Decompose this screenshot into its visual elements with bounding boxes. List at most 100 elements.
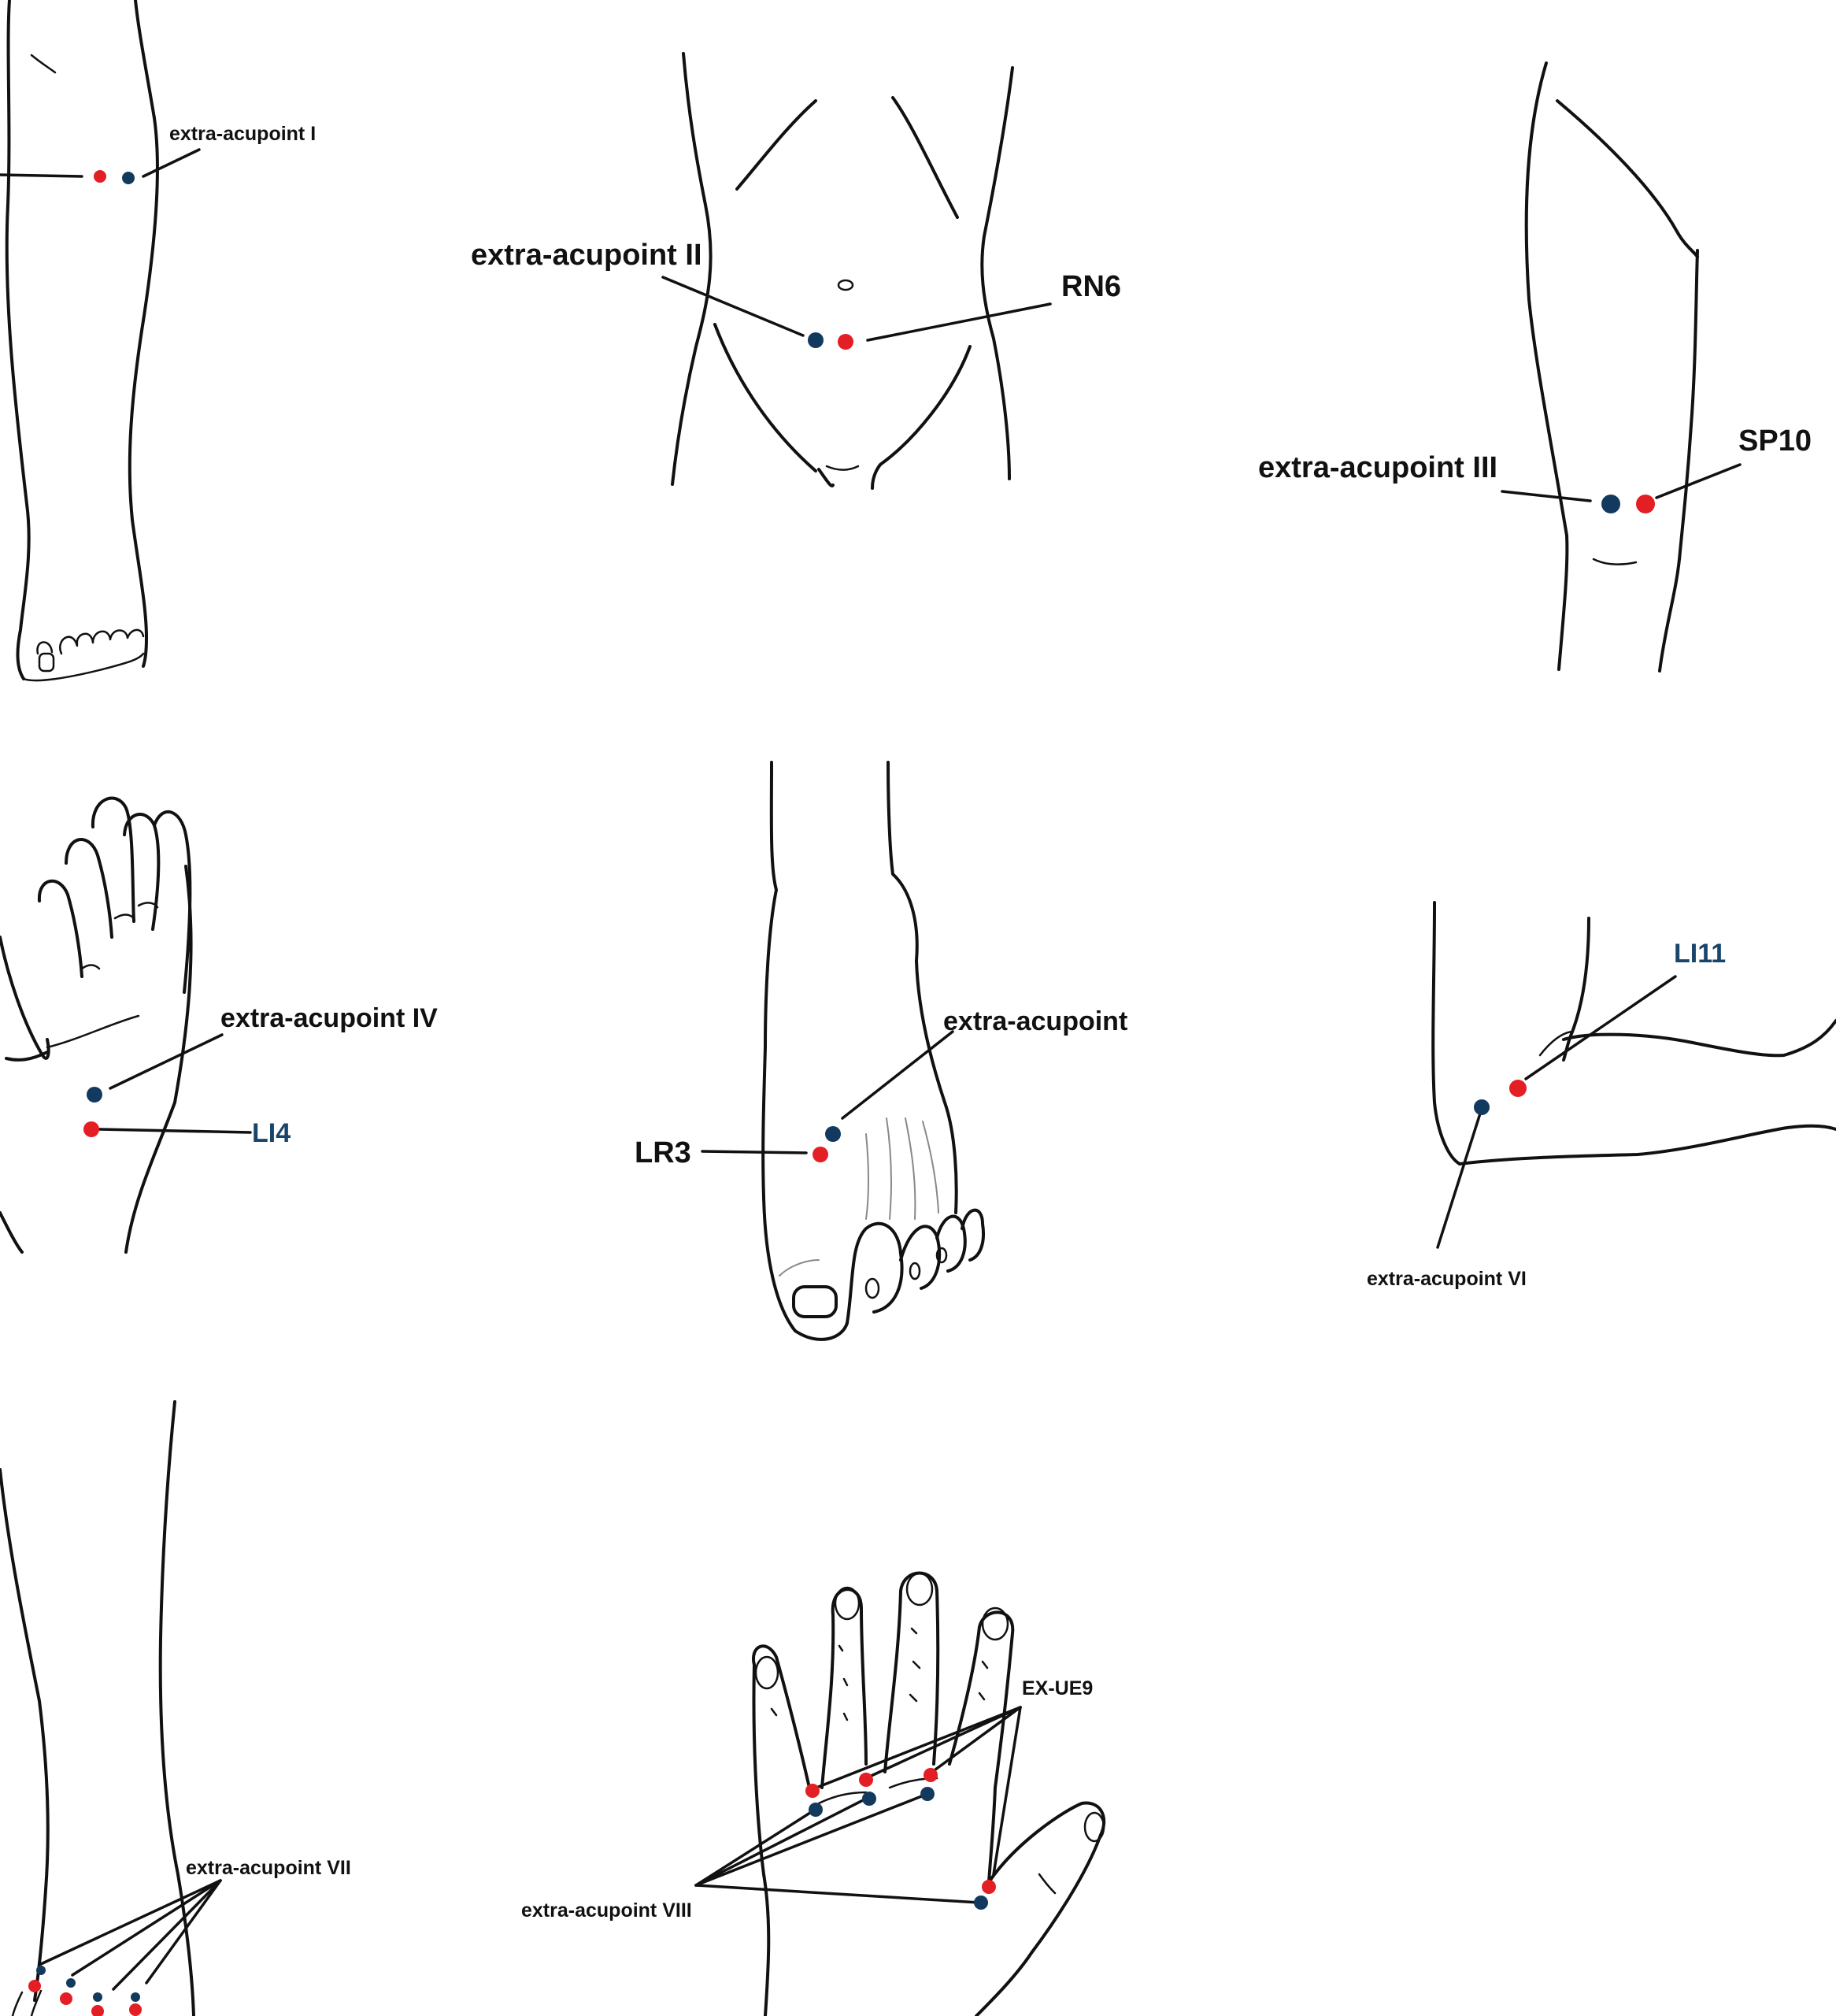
leader-rn6 xyxy=(866,302,1052,342)
label-sp10: SP10 xyxy=(1738,424,1812,458)
toenail-3 xyxy=(909,1262,921,1280)
thumb-base xyxy=(5,1051,49,1062)
leader-ex-ue9-3 xyxy=(931,1706,1022,1773)
tendon-lines xyxy=(779,1117,939,1277)
leader-extra-acupoint-v xyxy=(841,1030,954,1120)
upper-arm-left xyxy=(1431,901,1461,1166)
leader-li4 xyxy=(98,1128,252,1134)
panel-thigh-knee: extra-acupoint III SP10 xyxy=(1258,61,1812,673)
leg-outline-right xyxy=(128,0,159,668)
index-finger xyxy=(751,1644,811,1789)
leader-ex-ue9-2 xyxy=(864,1706,1022,1780)
panel-hand-fingers: EX-UE9 extra-acupoint VIII xyxy=(521,1571,1105,2016)
leader-li11 xyxy=(1524,975,1677,1080)
extra-acupoint-v-dot xyxy=(825,1126,841,1142)
label-lr3: LR3 xyxy=(635,1136,691,1169)
label-extra-acupoint-i: extra-acupoint I xyxy=(169,123,316,145)
traditional-point-dot-1 xyxy=(28,1980,41,1992)
panel-leg-front: extra-acupoint I xyxy=(0,0,316,682)
rib-right xyxy=(891,96,959,219)
sp10-dot xyxy=(1636,495,1655,513)
label-ex-ue9: EX-UE9 xyxy=(1022,1677,1093,1699)
middle-finger xyxy=(820,1588,868,1789)
label-extra-acupoint-iv: extra-acupoint IV xyxy=(220,1003,438,1033)
finger-creases xyxy=(770,1627,989,1721)
ex-ue9-dot-1 xyxy=(805,1784,820,1798)
leader-ex-ue9-1 xyxy=(811,1706,1022,1791)
leg-outline-left xyxy=(5,0,31,680)
ex-ue9-dot-4 xyxy=(982,1880,996,1894)
extra-acupoint-i-dot xyxy=(122,172,135,184)
thigh-right xyxy=(1658,249,1699,673)
leader-lr3 xyxy=(701,1150,808,1154)
thigh-left xyxy=(1524,61,1569,671)
torso-right-side xyxy=(980,66,1014,480)
extra-acupoint-iii-dot xyxy=(1601,495,1620,513)
thumbnail xyxy=(1083,1811,1105,1843)
big-toenail xyxy=(38,652,55,673)
pubic-line xyxy=(825,465,860,471)
ex-ue9-dot-3 xyxy=(924,1768,938,1782)
hand-palm-left xyxy=(0,936,50,1060)
extra-acupoint-viii-dot-1 xyxy=(809,1803,823,1817)
leader-sp10 xyxy=(1655,463,1742,499)
shin-right xyxy=(887,761,958,1214)
thigh-top-curve xyxy=(1556,99,1699,258)
label-extra-acupoint-vi: extra-acupoint VI xyxy=(1367,1268,1527,1290)
label-extra-acupoint-viii: extra-acupoint VIII xyxy=(521,1899,692,1922)
label-rn6: RN6 xyxy=(1061,270,1121,303)
ex-ue9-dot-2 xyxy=(859,1773,873,1787)
leader-left xyxy=(0,173,83,178)
extra-acupoint-viii-dot-4 xyxy=(974,1896,988,1910)
hand-fingers-outline xyxy=(37,796,192,994)
leader-extra-acupoint-vii-4 xyxy=(145,1879,222,1984)
label-extra-acupoint-ii: extra-acupoint II xyxy=(471,239,702,272)
knee-crease xyxy=(30,54,57,74)
leader-extra-acupoint-viii-4 xyxy=(694,1884,981,1904)
groin-right xyxy=(871,345,972,490)
leader-extra-acupoint-viii-3 xyxy=(694,1792,929,1887)
label-li11: LI11 xyxy=(1674,939,1726,969)
leader-extra-acupoint-vi xyxy=(1436,1112,1482,1249)
toe-strokes xyxy=(11,1989,43,2016)
panel-foot-toes: extra-acupoint VII xyxy=(0,1400,351,2016)
knee-crease xyxy=(1592,558,1638,565)
extra-acupoint-vi-dot xyxy=(1474,1099,1490,1115)
little-fingernail xyxy=(981,1606,1009,1641)
lr3-dot xyxy=(813,1147,828,1162)
panel-elbow: LI11 extra-acupoint VI xyxy=(1367,901,1836,1290)
leader-extra-acupoint-ii xyxy=(661,276,805,337)
leader-extra-acupoint-iii xyxy=(1501,490,1592,502)
lower-leg-left xyxy=(0,1468,50,2002)
leader-extra-acupoint-iv xyxy=(109,1033,224,1090)
panel-abdomen: extra-acupoint II RN6 xyxy=(471,52,1121,490)
forearm-bottom xyxy=(1458,1124,1836,1166)
forearm-top xyxy=(1562,1019,1836,1058)
ring-fingernail xyxy=(905,1572,934,1606)
leader-extra-acupoint-vii-2 xyxy=(71,1879,222,1977)
rib-left xyxy=(735,99,817,191)
middle-fingernail xyxy=(834,1586,861,1621)
toe-line xyxy=(22,652,145,682)
hand-outline-left xyxy=(752,1663,771,2016)
leader-ex-ue9-4 xyxy=(992,1706,1022,1876)
groin-left xyxy=(713,323,835,487)
torso-left-side xyxy=(671,52,713,486)
li4-dot xyxy=(83,1121,99,1137)
toenail-2 xyxy=(864,1277,880,1299)
toenails xyxy=(36,628,145,655)
big-toenail xyxy=(792,1285,838,1318)
leader-extra-acupoint-viii-2 xyxy=(694,1797,868,1887)
wrist-left xyxy=(0,1211,24,1254)
panel-foot-top: extra-acupoint LR3 xyxy=(635,761,1127,1341)
extra-acupoint-iv-dot xyxy=(87,1087,102,1102)
traditional-point-dot xyxy=(94,170,106,183)
label-extra-acupoint-iii: extra-acupoint III xyxy=(1258,451,1497,484)
toes xyxy=(846,1208,985,1325)
panel-hand-thumb: extra-acupoint IV LI4 xyxy=(0,796,438,1254)
li11-dot xyxy=(1509,1080,1527,1097)
leader-extra-acupoint-vii-3 xyxy=(112,1879,222,1991)
elbow-crease xyxy=(1538,1030,1573,1057)
traditional-point-dot-4 xyxy=(129,2003,142,2016)
